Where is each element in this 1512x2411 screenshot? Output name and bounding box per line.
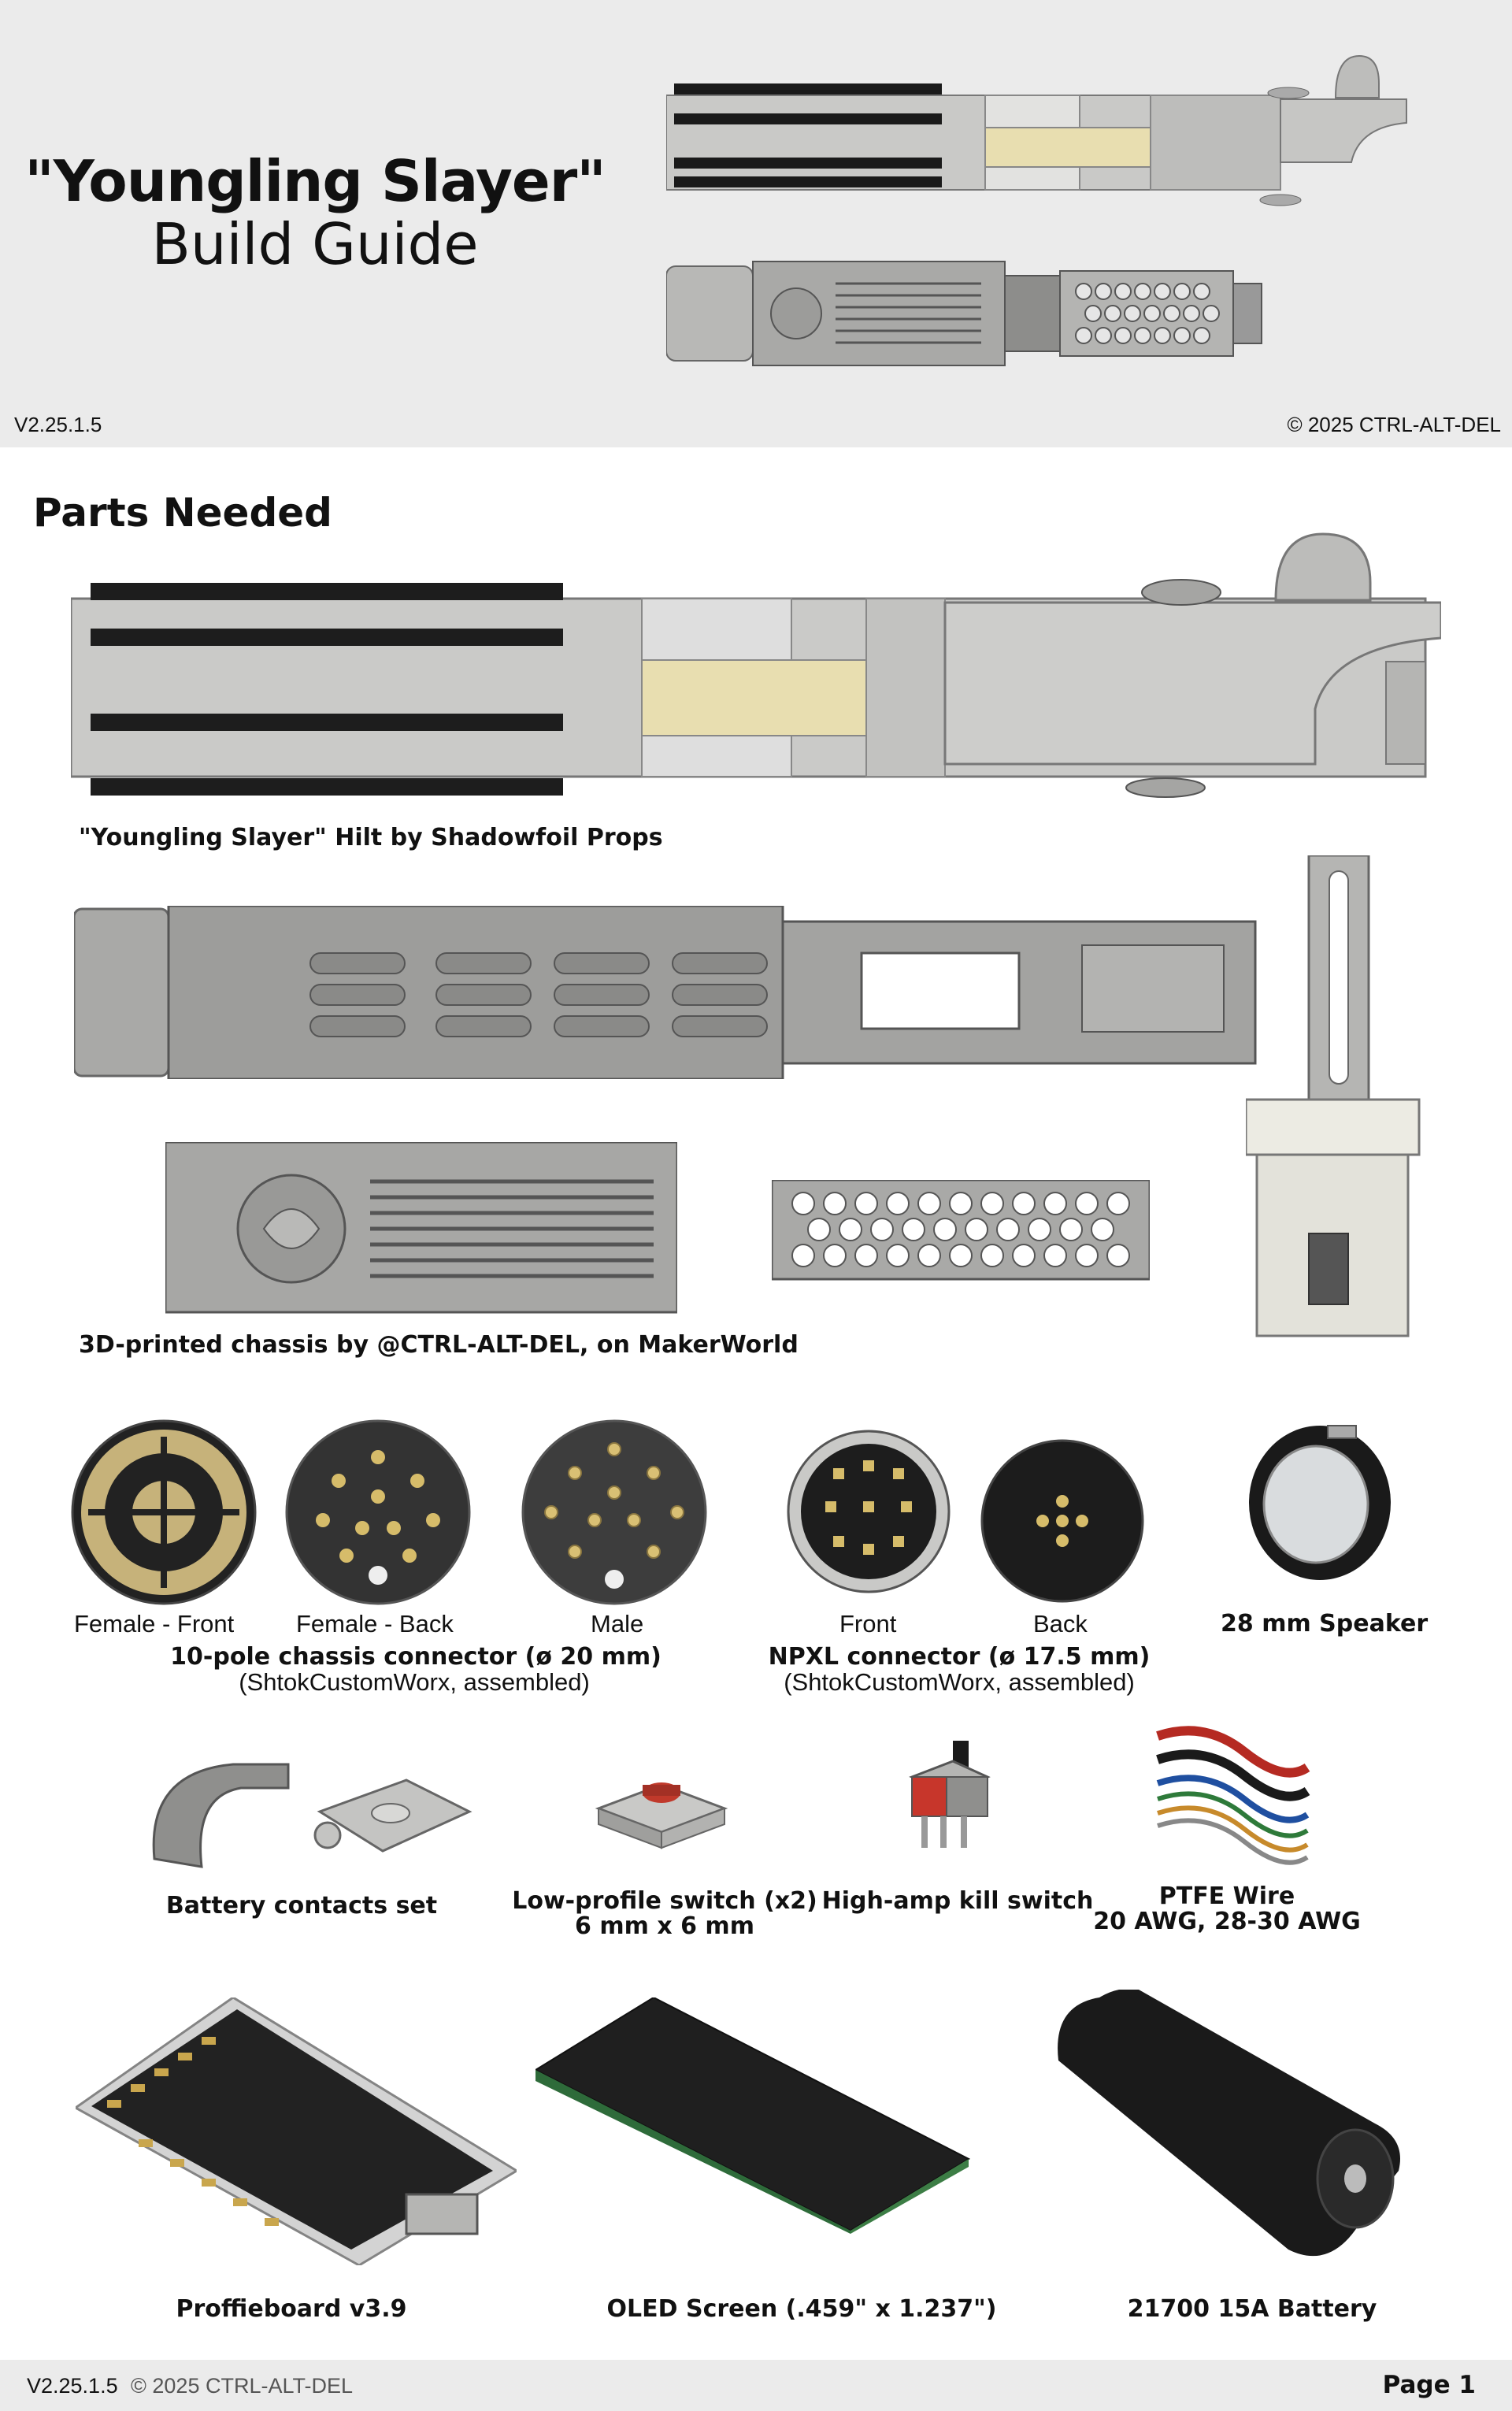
footer-bar: V2.25.1.5 © 2025 CTRL-ALT-DEL Page 1 (0, 2360, 1512, 2411)
battery-contacts-caption: Battery contacts set (165, 1892, 438, 1920)
npxl-front-image (787, 1430, 951, 1593)
kill-switch-image (909, 1741, 991, 1848)
npxl-label-front: Front (839, 1610, 897, 1638)
footer-version: V2.25.1.5 (27, 2374, 118, 2398)
connector-female-back-image (285, 1419, 471, 1605)
battery-contacts-image (152, 1763, 472, 1868)
tactile-switch-image (595, 1782, 728, 1849)
proffieboard-caption: Proffieboard v3.9 (176, 2295, 407, 2323)
oled-caption: OLED Screen (.459" x 1.237") (606, 2295, 997, 2323)
page-number: Page 1 (1382, 2371, 1476, 2399)
ptfe-wire-image (1156, 1726, 1310, 1865)
wire-caption-line1: PTFE Wire (1158, 1882, 1295, 1910)
hilt-render-large (71, 532, 1441, 798)
chassis-caption: 3D-printed chassis by @CTRL-ALT-DEL, on … (79, 1331, 799, 1359)
guide-subtitle: Build Guide (151, 211, 479, 277)
switch-caption-line1: Low-profile switch (x2) (512, 1887, 817, 1915)
speaker-image (1249, 1425, 1391, 1580)
connector-label-female-front: Female - Front (74, 1610, 235, 1638)
chassis-render-large (74, 906, 1257, 1079)
switch-caption-line2: 6 mm x 6 mm (575, 1912, 754, 1940)
connector-male-image (521, 1419, 707, 1605)
wire-caption-line2: 20 AWG, 28-30 AWG (1093, 1908, 1361, 1935)
hilt-caption: "Youngling Slayer" Hilt by Shadowfoil Pr… (79, 824, 663, 851)
npxl-note: (ShtokCustomWorx, assembled) (784, 1668, 1135, 1696)
battery-image (1058, 1990, 1400, 2257)
oled-screen-image (536, 1997, 971, 2234)
kill-switch-caption: High-amp kill switch (821, 1887, 1094, 1915)
blade-plug-part (1246, 855, 1421, 1337)
chassis-core-part (165, 1142, 677, 1314)
footer-copyright: © 2025 CTRL-ALT-DEL (131, 2374, 353, 2398)
section-title-parts: Parts Needed (33, 490, 332, 536)
hilt-render-small (666, 54, 1407, 206)
connector10-title: 10-pole chassis connector (ø 20 mm) (170, 1643, 662, 1671)
header-version: V2.25.1.5 (14, 413, 102, 436)
connector-female-front-image (71, 1419, 257, 1605)
connector10-note: (ShtokCustomWorx, assembled) (239, 1668, 590, 1696)
connector-label-male: Male (591, 1610, 644, 1638)
npxl-back-image (980, 1439, 1144, 1603)
header-banner: "Youngling Slayer" Build Guide (0, 0, 1512, 447)
header-copyright: © 2025 CTRL-ALT-DEL (1287, 413, 1501, 436)
chassis-grille-part (772, 1180, 1150, 1281)
npxl-title: NPXL connector (ø 17.5 mm) (768, 1643, 1151, 1671)
chassis-render-small (666, 261, 1262, 366)
connector-label-female-back: Female - Back (296, 1610, 454, 1638)
guide-title: "Youngling Slayer" (24, 148, 606, 214)
battery-caption: 21700 15A Battery (1127, 2295, 1377, 2323)
proffieboard-image (76, 1997, 517, 2265)
speaker-caption: 28 mm Speaker (1221, 1610, 1429, 1638)
npxl-label-back: Back (1033, 1610, 1088, 1638)
